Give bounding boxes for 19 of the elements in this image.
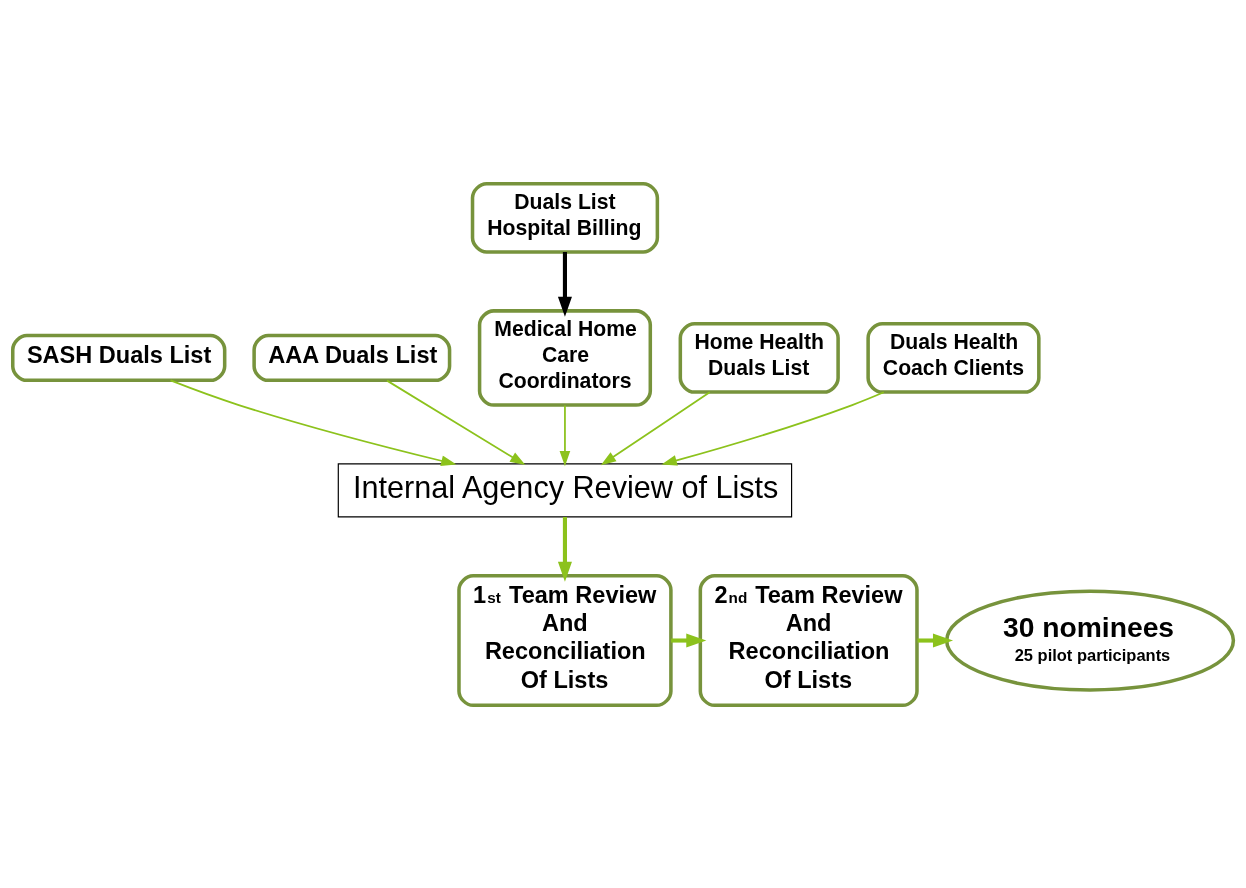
- arrow: [169, 379, 457, 466]
- node-box: SASH Duals List: [11, 333, 227, 382]
- arrow: [386, 379, 526, 465]
- node-box: Medical Home Care Coordinators: [477, 308, 653, 407]
- node-box: Home Health Duals List: [678, 321, 840, 394]
- node-box: 1st Team Review And Reconciliation Of Lists: [457, 573, 673, 707]
- node-box: AAA Duals List: [252, 333, 452, 382]
- node-box: Internal Agency Review of Lists: [337, 462, 793, 517]
- node-box: Duals Health Coach Clients: [866, 321, 1041, 394]
- arrow: [559, 404, 571, 466]
- arrow: [671, 633, 707, 648]
- arrow: [557, 251, 572, 317]
- node-box: 2nd Team Review And Reconciliation Of Lists: [698, 573, 919, 707]
- node-box: Duals List Hospital Billing: [470, 181, 660, 254]
- node-ellipse: 30 nominees 25 pilot participants: [944, 588, 1236, 692]
- arrow: [600, 390, 711, 465]
- arrow: [557, 516, 572, 582]
- arrow: [661, 390, 885, 466]
- arrow: [917, 633, 954, 648]
